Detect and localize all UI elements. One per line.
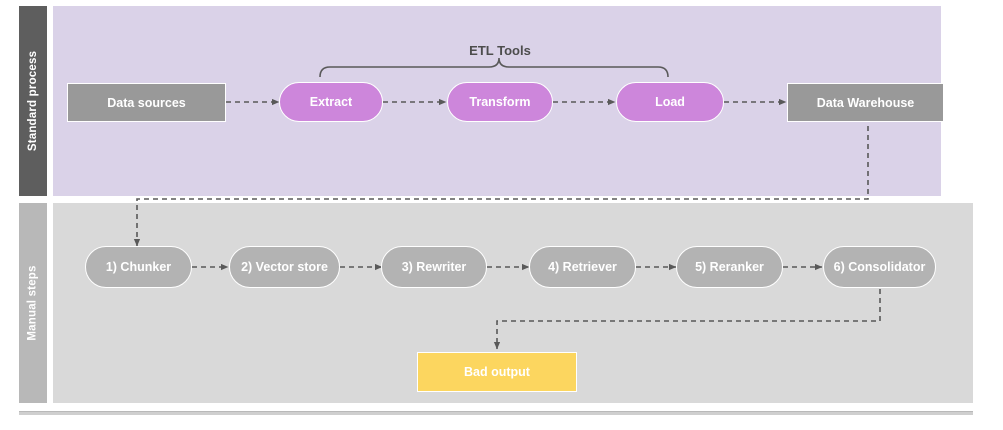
node-data-warehouse[interactable]: Data Warehouse [787,83,944,122]
etl-tools-label: ETL Tools [469,43,531,58]
node-consolidator[interactable]: 6) Consolidator [823,246,936,288]
node-rewriter[interactable]: 3) Rewriter [381,246,487,288]
node-reranker[interactable]: 5) Reranker [676,246,783,288]
lane-standard-process-label: Standard process [27,50,39,152]
bottom-divider [19,411,973,415]
node-retriever[interactable]: 4) Retriever [529,246,636,288]
node-transform[interactable]: Transform [447,82,553,122]
node-bad-output[interactable]: Bad output [417,352,577,392]
node-chunker[interactable]: 1) Chunker [85,246,192,288]
lane-manual-steps-label: Manual steps [27,265,40,341]
node-load[interactable]: Load [616,82,724,122]
node-extract[interactable]: Extract [279,82,383,122]
node-data-sources[interactable]: Data sources [67,83,226,122]
lane-manual-steps-header: Manual steps [19,203,47,403]
node-vector-store[interactable]: 2) Vector store [229,246,340,288]
lane-standard-process-header: Standard process [19,6,47,196]
